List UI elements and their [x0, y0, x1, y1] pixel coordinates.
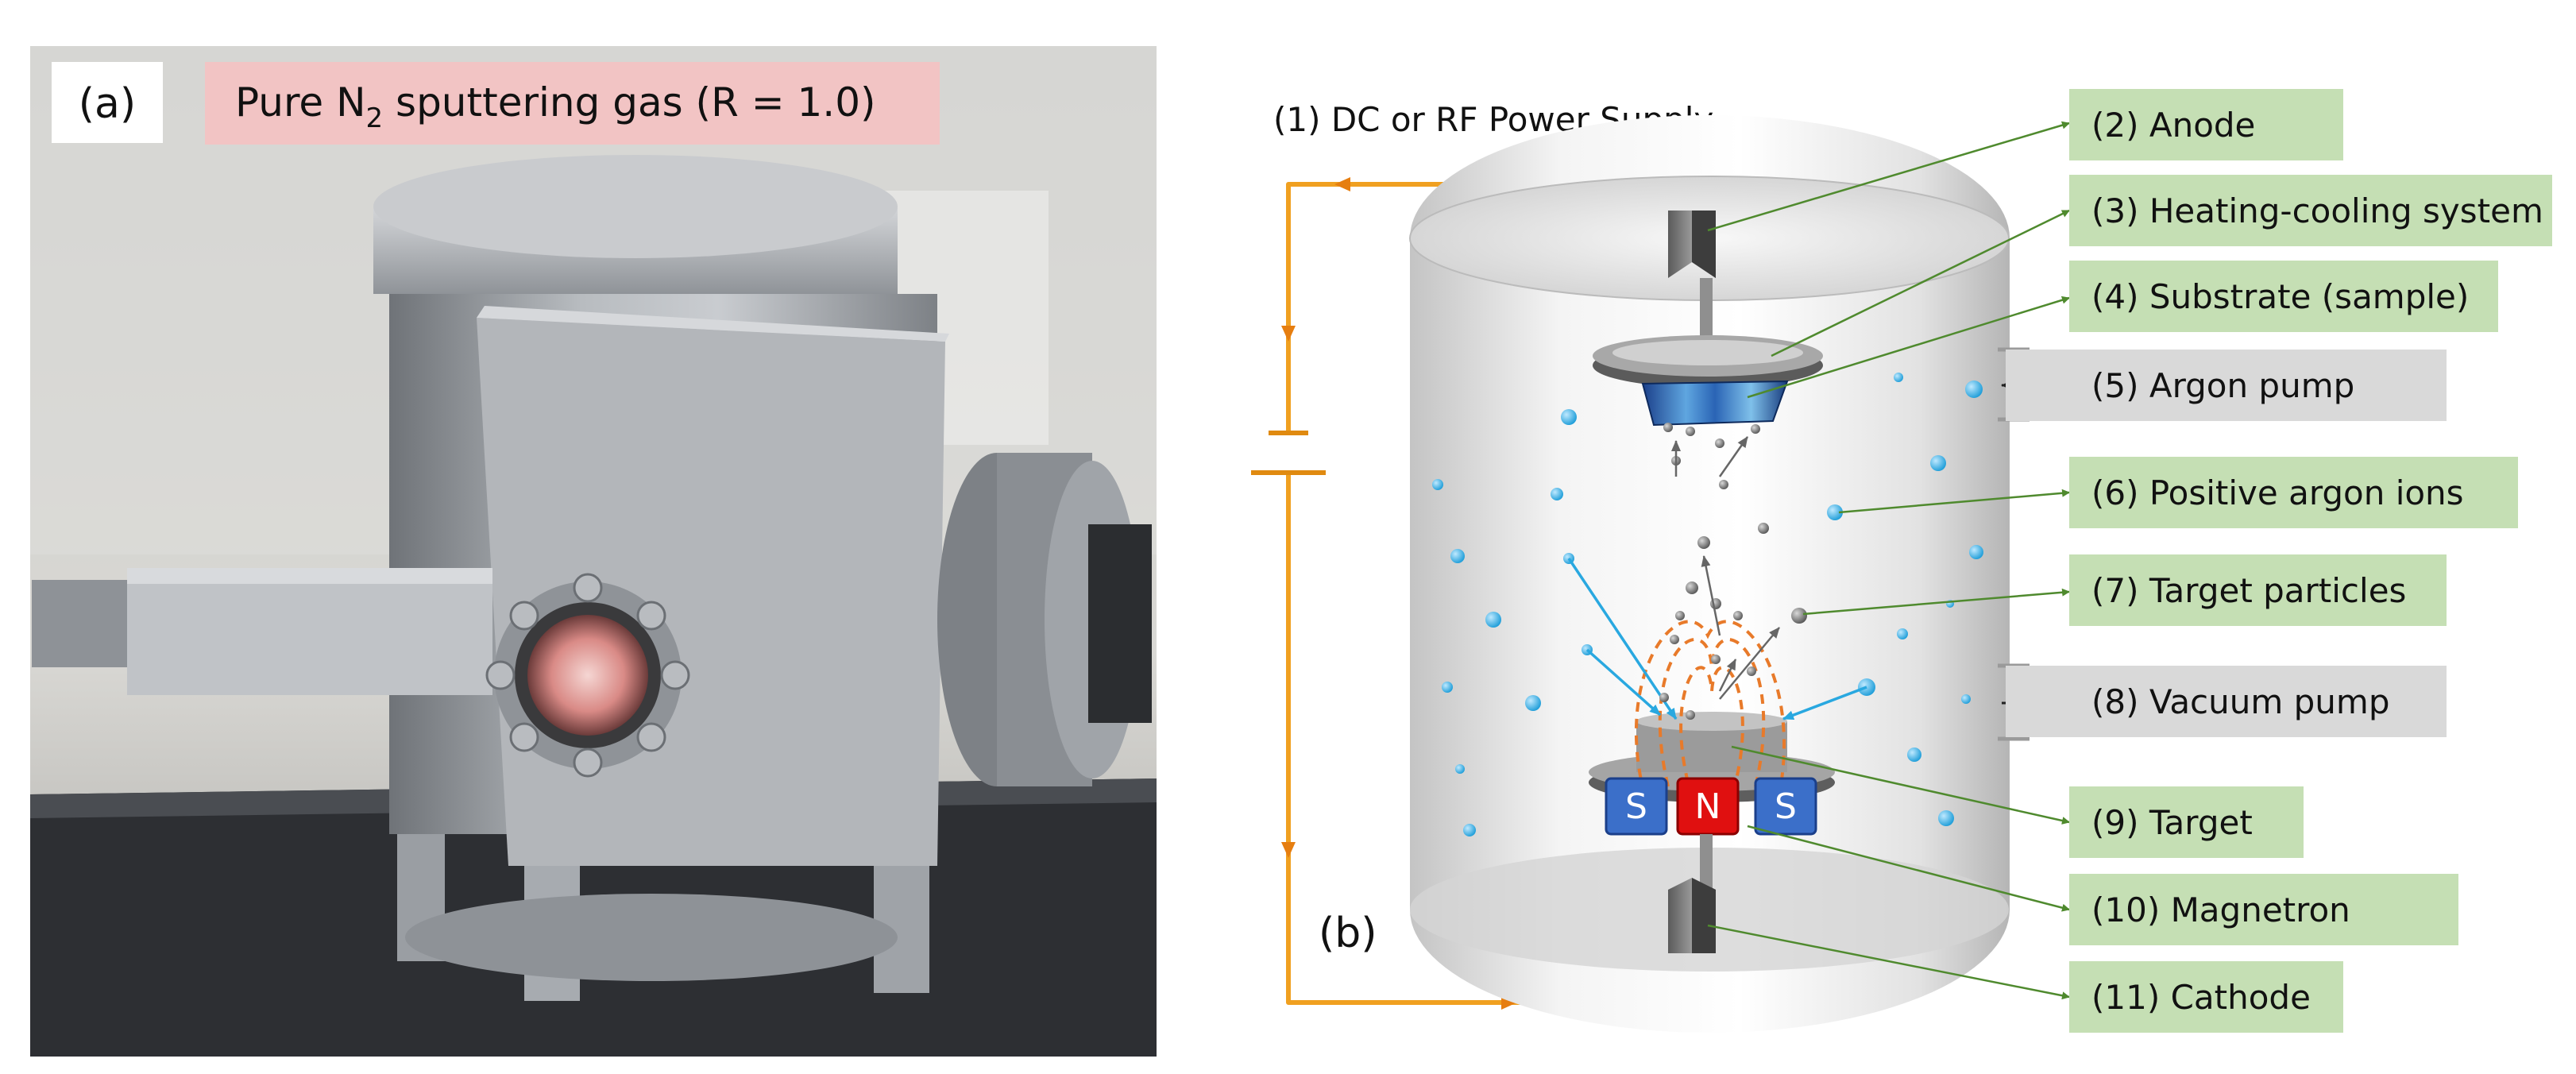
callout-magnetron: (10) Magnetron [2069, 874, 2458, 945]
svg-text:S: S [1775, 786, 1797, 827]
substrate-sample [1641, 380, 1789, 427]
target-particles [1659, 423, 1807, 720]
heating-cooling-plate [1593, 335, 1823, 388]
particle-trajectories [1671, 436, 1780, 700]
magnet-n: N [1676, 777, 1740, 836]
callout-heating-cooling: (3) Heating-cooling system [2069, 175, 2552, 246]
svg-text:N: N [1695, 786, 1721, 827]
panel-b-schematic: (1) DC or RF Power Supply [1251, 89, 2552, 1033]
svg-text:(10) Magnetron: (10) Magnetron [2091, 890, 2350, 929]
chamber-cylinder [1410, 115, 2010, 1033]
callout-target: (9) Target [2069, 786, 2304, 858]
panel-a-photo [30, 46, 1157, 1057]
svg-text:(8) Vacuum pump: (8) Vacuum pump [2091, 682, 2390, 721]
panel-a-caption-box [205, 62, 940, 145]
svg-text:(2) Anode: (2) Anode [2091, 106, 2255, 145]
callout-target-particles: (7) Target particles [2069, 554, 2447, 626]
argon-ions [1432, 373, 1983, 836]
panel-a-caption: Pure N2 sputtering gas (R = 1.0) [235, 79, 876, 134]
callout-argon-pump: (5) Argon pump [2006, 350, 2447, 421]
panel-b-tag: (b) [1319, 910, 1377, 957]
magnet-s-right: S [1754, 777, 1817, 836]
anode-electrode [1668, 211, 1716, 338]
svg-text:(7) Target particles: (7) Target particles [2091, 571, 2406, 610]
svg-text:(6) Positive argon ions: (6) Positive argon ions [2091, 473, 2464, 512]
leader-lines [1707, 121, 2070, 1000]
cathode-electrode [1668, 834, 1716, 953]
caption-suffix: sputtering gas (R = 1.0) [383, 79, 875, 126]
svg-text:S: S [1625, 786, 1647, 827]
panel-a-tag-box [52, 62, 163, 143]
ion-trajectories [1567, 558, 1867, 721]
svg-text:(4) Substrate (sample): (4) Substrate (sample) [2091, 277, 2469, 316]
magnet-s-left: S [1605, 777, 1668, 836]
callout-substrate: (4) Substrate (sample) [2069, 261, 2498, 332]
svg-text:(3) Heating-cooling system: (3) Heating-cooling system [2091, 191, 2543, 230]
magnetic-field-lines [1635, 620, 1786, 795]
caption-subscript: 2 [365, 102, 383, 134]
svg-text:(5) Argon pump: (5) Argon pump [2091, 366, 2354, 405]
callout-anode: (2) Anode [2069, 89, 2343, 160]
svg-text:(9) Target: (9) Target [2091, 803, 2253, 842]
svg-text:(11) Cathode: (11) Cathode [2091, 978, 2311, 1017]
panel-a-tag: (a) [79, 80, 136, 128]
callout-cathode: (11) Cathode [2069, 961, 2343, 1033]
callout-vacuum-pump: (8) Vacuum pump [2006, 666, 2447, 737]
callout-positive-argon-ions: (6) Positive argon ions [2069, 457, 2518, 528]
caption-prefix: Pure N [235, 79, 365, 126]
